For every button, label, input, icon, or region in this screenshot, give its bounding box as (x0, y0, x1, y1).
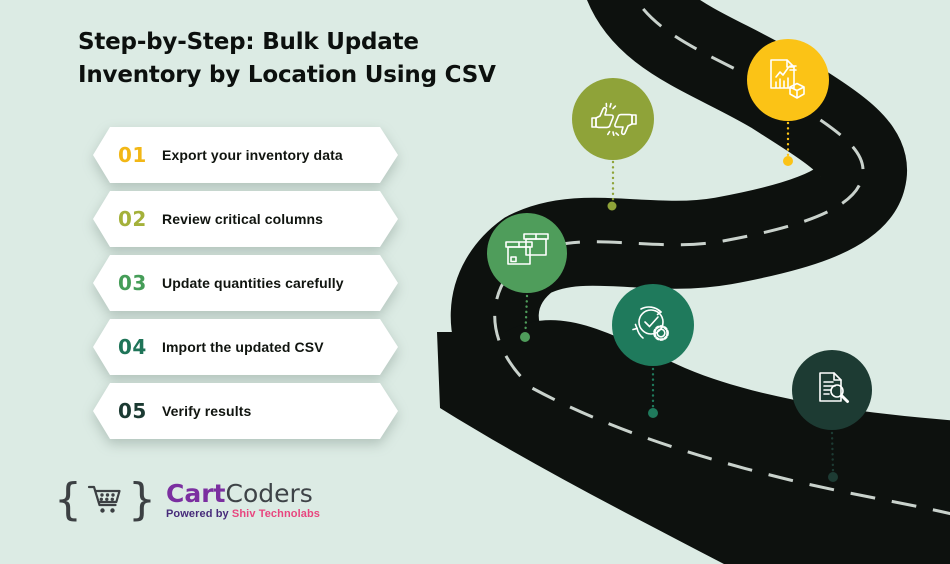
marker-connector-dot (783, 156, 793, 166)
marker-connector-dot (607, 201, 617, 211)
marker-process (612, 284, 694, 418)
marker-circle (487, 213, 567, 293)
marker-circle (792, 350, 872, 430)
logo-powered-prefix: Powered by (166, 507, 232, 520)
process-check-icon (632, 306, 669, 341)
step-label: Update quantities carefully (162, 275, 344, 291)
title-line-1: Step-by-Step: Bulk Update (78, 29, 419, 55)
step-item-5: 05 Verify results (93, 383, 398, 439)
marker-connector-dot (520, 332, 530, 342)
marker-connector-dot (828, 472, 838, 482)
step-number: 01 (118, 143, 147, 167)
step-banner: 01 Export your inventory data (93, 127, 398, 183)
cart-icon (86, 481, 124, 520)
logo-brace-right: } (128, 474, 156, 525)
step-label: Review critical columns (162, 211, 324, 227)
step-item-1: 01 Export your inventory data (93, 127, 398, 183)
step-number: 02 (118, 207, 147, 231)
marker-boxes (487, 213, 567, 342)
doc-search-icon (819, 372, 849, 403)
logo-brand-rest: Coders (225, 478, 313, 508)
boxes-icon (505, 233, 549, 265)
marker-circle (612, 284, 694, 366)
logo-powered-brand: Shiv Technolabs (231, 507, 320, 520)
step-number: 04 (118, 335, 147, 359)
logo-text: CartCoders Powered by Shiv Technolabs (166, 478, 320, 520)
marker-connector-dot (648, 408, 658, 418)
road-bottom-segment (437, 320, 950, 564)
steps-list: 01 Export your inventory data 02 Review … (93, 127, 398, 439)
logo-brand-bold: Cart (166, 478, 226, 508)
marker-connector-line (524, 294, 529, 333)
step-number: 03 (118, 271, 147, 295)
step-item-3: 03 Update quantities carefully (93, 255, 398, 311)
title-line-2: Inventory by Location Using CSV (78, 62, 496, 88)
step-item-2: 02 Review critical columns (93, 191, 398, 247)
logo: { } CartCoders Powered by Shiv Technola (54, 478, 320, 522)
step-banner: 03 Update quantities carefully (93, 255, 398, 311)
step-label: Import the updated CSV (162, 339, 324, 355)
logo-powered: Powered by Shiv Technolabs (166, 508, 320, 520)
marker-doc-search (792, 350, 872, 482)
report-box-icon (770, 59, 805, 99)
page-title: Step-by-Step: Bulk Update Inventory by L… (78, 26, 496, 92)
step-item-4: 04 Import the updated CSV (93, 319, 398, 375)
step-label: Verify results (162, 403, 252, 419)
marker-report (747, 39, 829, 166)
step-label: Export your inventory data (162, 147, 343, 163)
marker-connector-line (830, 431, 835, 473)
step-banner: 04 Import the updated CSV (93, 319, 398, 375)
step-banner: 05 Verify results (93, 383, 398, 439)
marker-thumbs (572, 78, 654, 211)
step-number: 05 (118, 399, 147, 423)
logo-brace-left: { (54, 474, 82, 525)
step-banner: 02 Review critical columns (93, 191, 398, 247)
logo-brand: CartCoders (166, 478, 320, 508)
thumbs-feedback-icon (591, 102, 637, 136)
